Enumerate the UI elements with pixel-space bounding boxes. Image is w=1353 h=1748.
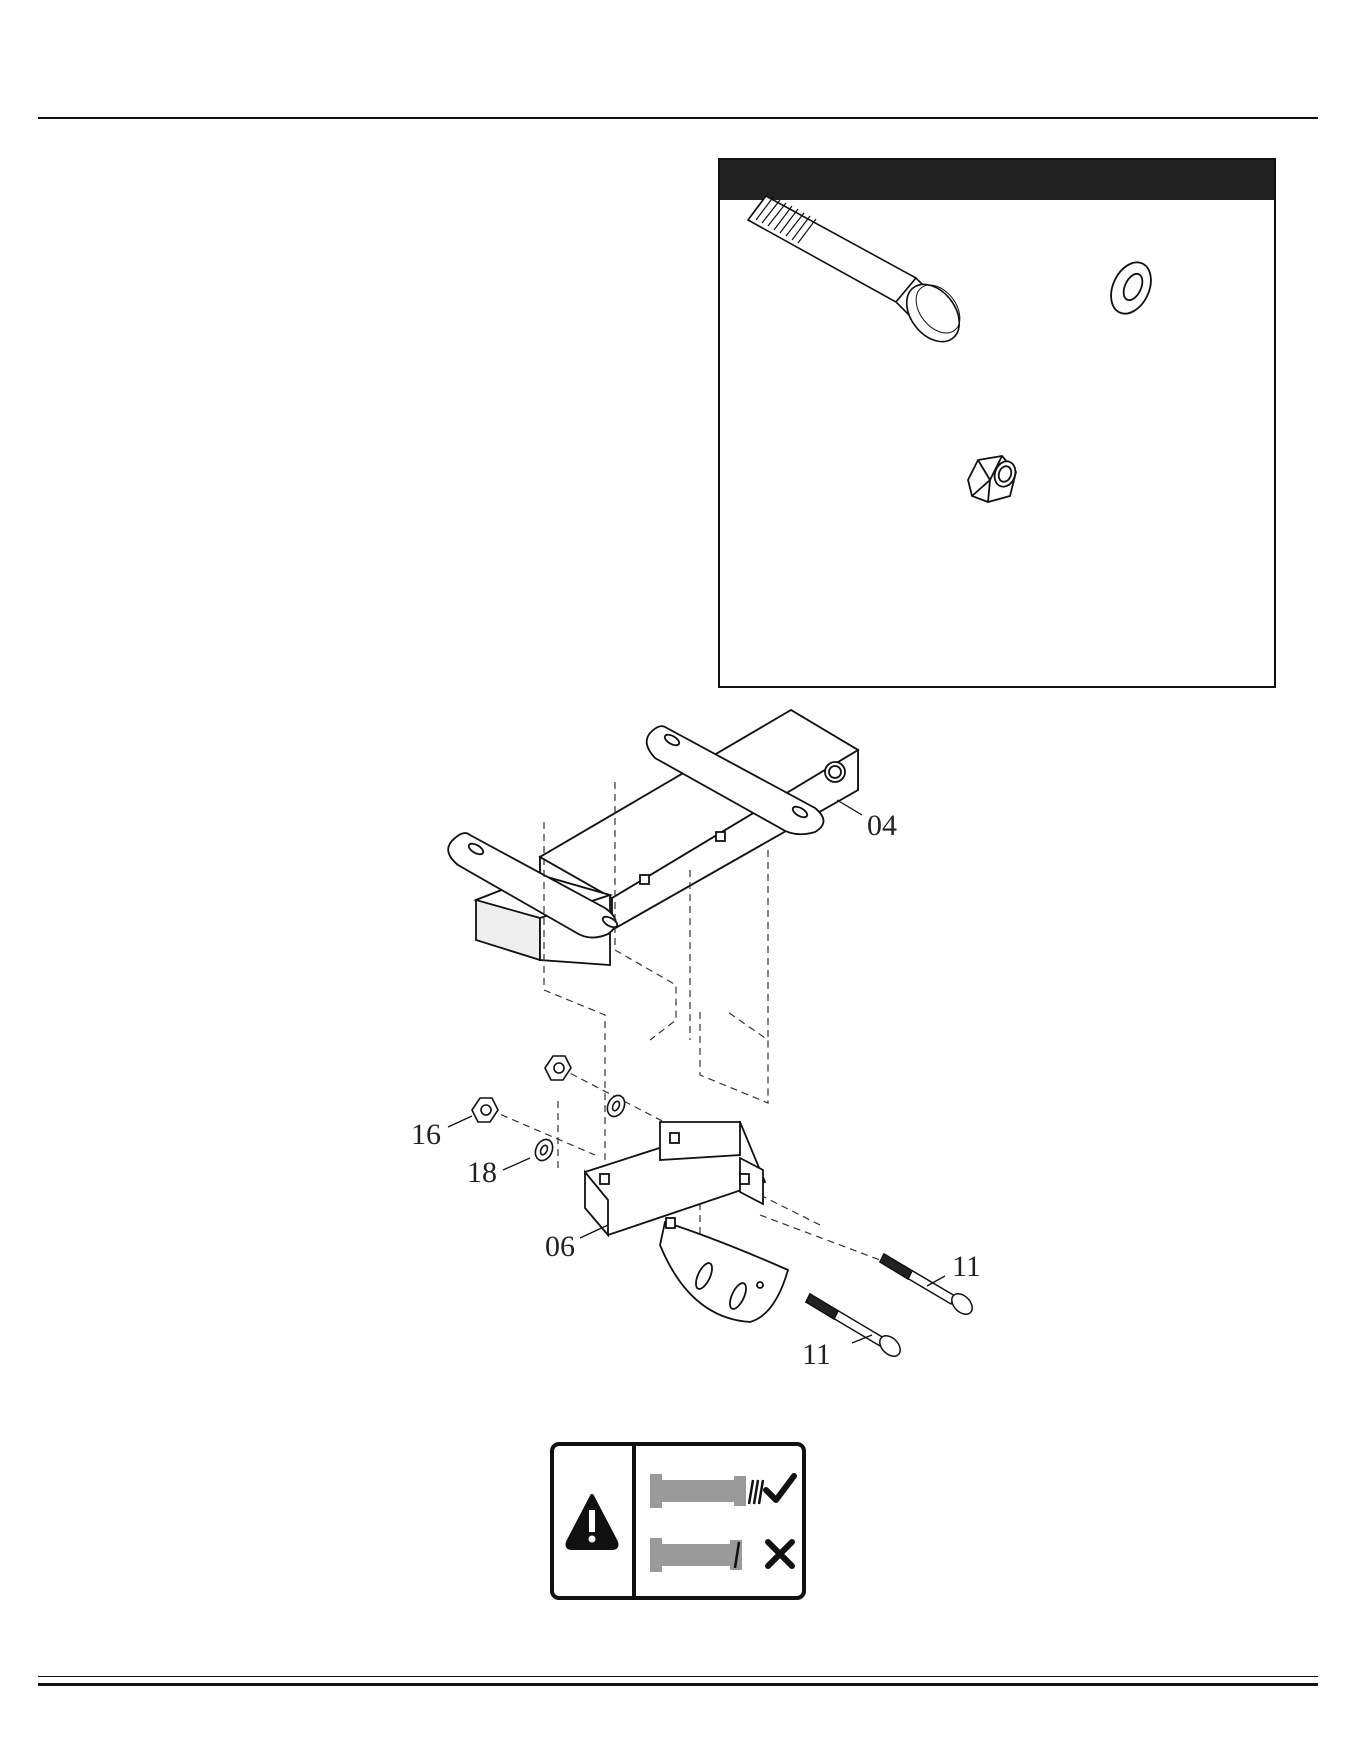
callout-06: 06 xyxy=(545,1232,575,1262)
cross-icon xyxy=(768,1542,792,1566)
warning-panel-graphics xyxy=(554,1446,802,1596)
bolt-length-warning-panel xyxy=(550,1442,806,1600)
part-18-washers xyxy=(532,1093,628,1164)
bolt-short-length-icon xyxy=(650,1538,742,1572)
callout-11-lower: 11 xyxy=(802,1340,831,1370)
part-11-bolts xyxy=(806,1254,976,1360)
callout-11-upper: 11 xyxy=(952,1252,981,1282)
callout-18: 18 xyxy=(467,1158,497,1188)
bolt-correct-length-icon xyxy=(650,1474,763,1508)
part-04-tube-assembly xyxy=(448,710,858,965)
callout-16: 16 xyxy=(411,1120,441,1150)
check-icon xyxy=(766,1476,794,1500)
part-16-nuts xyxy=(472,1056,571,1122)
part-06-bracket xyxy=(585,1122,788,1322)
warning-triangle-icon xyxy=(568,1496,617,1548)
callout-04: 04 xyxy=(867,811,897,841)
